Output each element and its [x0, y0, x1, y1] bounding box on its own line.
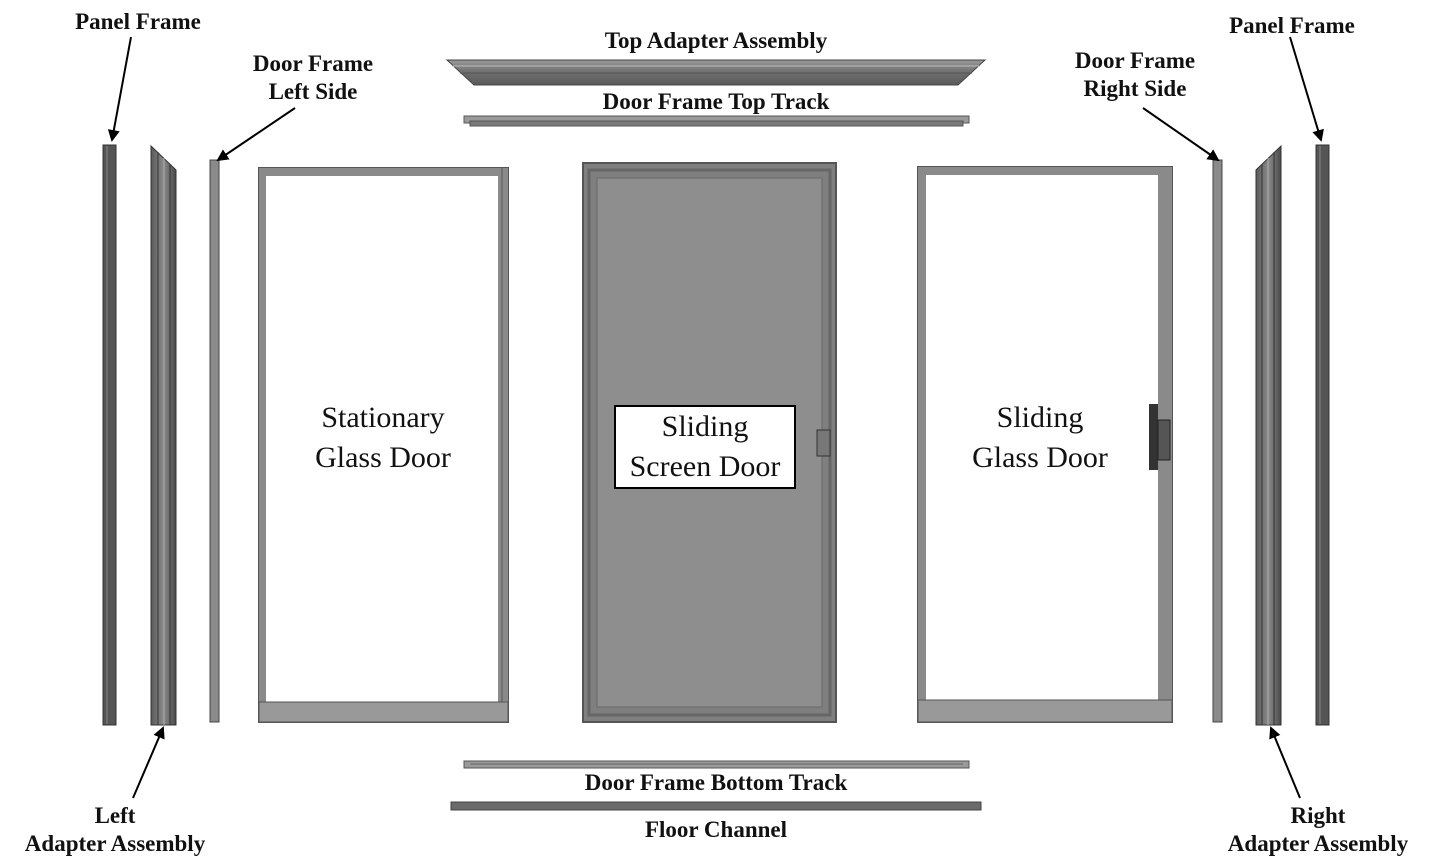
label-sliding-glass-door: Sliding Glass Door — [940, 398, 1140, 478]
label-left-adapter-line1: Left — [94, 803, 136, 828]
floor-channel — [450, 801, 982, 811]
arrow-panel-frame-left — [107, 36, 132, 142]
label-right-adapter-line2: Adapter Assembly — [1227, 831, 1409, 856]
label-left-adapter-line2: Adapter Assembly — [24, 831, 206, 856]
label-door-frame-top-track: Door Frame Top Track — [602, 89, 830, 114]
label-door-frame-left-line2: Left Side — [268, 79, 358, 104]
label-panel-frame-left: Panel Frame — [75, 9, 201, 34]
label-sliding-glass-line2: Glass Door — [972, 441, 1108, 474]
label-door-frame-bottom-track: Door Frame Bottom Track — [584, 770, 848, 795]
top-adapter-assembly — [445, 59, 987, 86]
label-door-frame-right-line1: Door Frame — [1074, 48, 1196, 73]
arrow-panel-frame-right — [1289, 36, 1324, 142]
label-sliding-glass-line1: Sliding — [996, 401, 1084, 434]
left-adapter-assembly — [150, 144, 177, 726]
stationary-glass-door — [258, 167, 509, 723]
label-sliding-screen-door: Sliding Screen Door — [614, 405, 796, 489]
label-panel-frame-right: Panel Frame — [1229, 13, 1355, 38]
label-top-adapter-assembly: Top Adapter Assembly — [604, 28, 828, 53]
arrow-door-frame-left — [216, 107, 296, 162]
right-adapter-assembly — [1255, 144, 1282, 726]
label-screen-line2: Screen Door — [629, 450, 781, 483]
label-stationary-glass-door: Stationary Glass Door — [283, 398, 483, 478]
arrow-left-adapter — [132, 726, 165, 799]
label-door-frame-left: Door Frame Left Side — [238, 50, 388, 106]
sliding-glass-door — [917, 166, 1173, 723]
label-stationary-line2: Glass Door — [315, 441, 451, 474]
panel-frame-left — [102, 144, 117, 726]
label-stationary-line1: Stationary — [321, 401, 445, 434]
label-door-frame-left-line1: Door Frame — [252, 51, 374, 76]
door-frame-right-side — [1212, 159, 1223, 723]
label-left-adapter-assembly: Left Adapter Assembly — [0, 802, 230, 858]
arrow-right-adapter — [1269, 726, 1301, 799]
label-door-frame-right-line2: Right Side — [1083, 76, 1187, 101]
panel-frame-right — [1315, 144, 1330, 726]
label-screen-line1: Sliding — [661, 410, 749, 443]
label-right-adapter-line1: Right — [1290, 803, 1346, 828]
door-frame-bottom-track — [463, 760, 970, 769]
door-frame-left-side — [209, 159, 220, 723]
arrow-door-frame-right — [1142, 107, 1220, 162]
label-right-adapter-assembly: Right Adapter Assembly — [1203, 802, 1433, 858]
label-door-frame-right: Door Frame Right Side — [1060, 47, 1210, 103]
label-floor-channel: Floor Channel — [644, 817, 788, 842]
door-frame-top-track — [463, 115, 970, 127]
